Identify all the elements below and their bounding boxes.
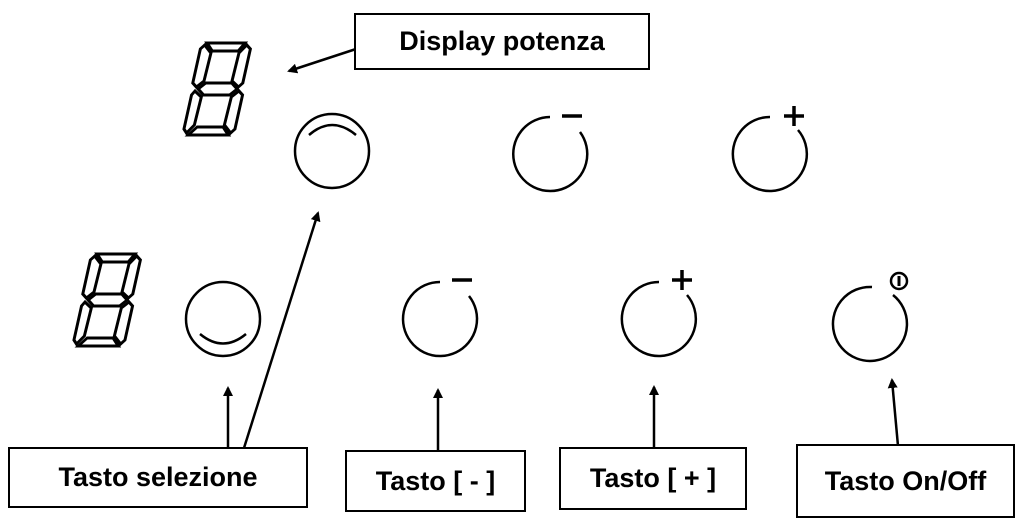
circle-arc-icon-bottom[interactable] [184, 280, 262, 358]
seven-segment-display-bottom [71, 252, 143, 348]
circle-minus-icon[interactable] [512, 114, 589, 193]
arrow-select-to-top [242, 211, 321, 449]
arrow-display-power [287, 47, 357, 74]
circle-arc-icon[interactable] [293, 112, 371, 190]
annotation-arrows [223, 47, 900, 450]
circle-plus-icon-bottom[interactable] [620, 270, 698, 358]
select-key-label: Tasto selezione [8, 447, 308, 508]
display-power-label: Display potenza [354, 13, 650, 70]
onoff-key-label: Tasto On/Off [796, 444, 1015, 518]
minus-key-label: Tasto [ - ] [345, 450, 526, 512]
circle-plus-icon[interactable] [731, 106, 809, 193]
circle-minus-icon-bottom[interactable] [401, 278, 479, 358]
plus-key-label: Tasto [ + ] [559, 447, 747, 510]
seven-segment-display-top [181, 41, 253, 137]
arrow-onoff [887, 378, 900, 447]
circle-power-icon[interactable] [831, 271, 909, 363]
